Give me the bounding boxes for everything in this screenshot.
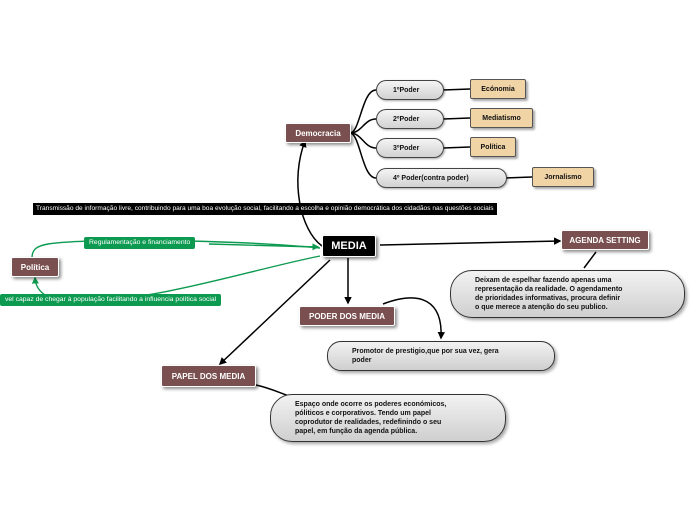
label-influencia: vel capaz de chegar à população facilita…: [0, 294, 222, 306]
link-agenda-text: [583, 251, 597, 269]
node-politica-label: Política: [20, 262, 50, 272]
bubble-poder-text: Promotor de prestigio,que por sua vez, g…: [327, 341, 555, 371]
node-politica[interactable]: Política: [11, 257, 59, 277]
node-agenda-setting-label: AGENDA SETTING: [569, 235, 641, 245]
node-democracia-label: Democracia: [295, 128, 341, 138]
center-node-label: MEDIA: [331, 240, 367, 252]
link-2poder-tag: [442, 117, 471, 120]
tag-economia[interactable]: Ecónomia: [470, 79, 526, 99]
node-3poder[interactable]: 3ºPoder: [376, 138, 444, 158]
node-4poder-label: 4º Poder(contra poder): [393, 174, 469, 182]
link-1poder-tag: [442, 88, 471, 91]
label-transmissao: Transmissão de informação livre, contrib…: [33, 203, 497, 215]
link-media-democracia: [297, 139, 323, 247]
bubble-agenda-text: Deixam de espelhar fazendo apenas uma re…: [450, 270, 685, 318]
tag-mediatismo-label: Mediatismo: [482, 114, 521, 122]
node-3poder-label: 3ºPoder: [393, 144, 420, 152]
link-poder-text: [382, 297, 446, 340]
tag-politica[interactable]: Política: [470, 137, 516, 157]
node-agenda-setting[interactable]: AGENDA SETTING: [561, 230, 649, 250]
label-regulamentacao: Regulamentação e financiamento: [84, 237, 196, 249]
node-poder-dos-media-label: PODER DOS MEDIA: [308, 311, 385, 321]
link-democracia-1poder: [349, 89, 377, 134]
link-media-papel: [218, 259, 331, 366]
node-poder-dos-media[interactable]: PODER DOS MEDIA: [299, 306, 395, 326]
bubble-papel-text: Espaço onde ocorre os poderes económicos…: [270, 394, 506, 442]
link-democracia-4poder: [349, 132, 377, 179]
node-4poder[interactable]: 4º Poder(contra poder): [376, 168, 507, 188]
node-1poder-label: 1ºPoder: [393, 86, 420, 94]
node-2poder[interactable]: 2ºPoder: [376, 109, 444, 129]
link-3poder-tag: [442, 146, 471, 149]
tag-jornalismo[interactable]: Jornalismo: [532, 167, 594, 187]
node-1poder[interactable]: 1ºPoder: [376, 80, 444, 100]
tag-politica-label: Política: [480, 143, 506, 151]
node-democracia[interactable]: Democracia: [285, 123, 351, 143]
node-papel-dos-media-label: PAPEL DOS MEDIA: [171, 371, 246, 381]
tag-jornalismo-label: Jornalismo: [544, 173, 582, 181]
node-papel-dos-media[interactable]: PAPEL DOS MEDIA: [161, 365, 256, 387]
link-4poder-tag: [505, 176, 533, 179]
tag-economia-label: Ecónomia: [481, 85, 515, 93]
tag-mediatismo[interactable]: Mediatismo: [470, 108, 533, 128]
link-media-agenda: [379, 237, 562, 246]
node-2poder-label: 2ºPoder: [393, 115, 420, 123]
center-node-media[interactable]: MEDIA: [322, 235, 376, 257]
